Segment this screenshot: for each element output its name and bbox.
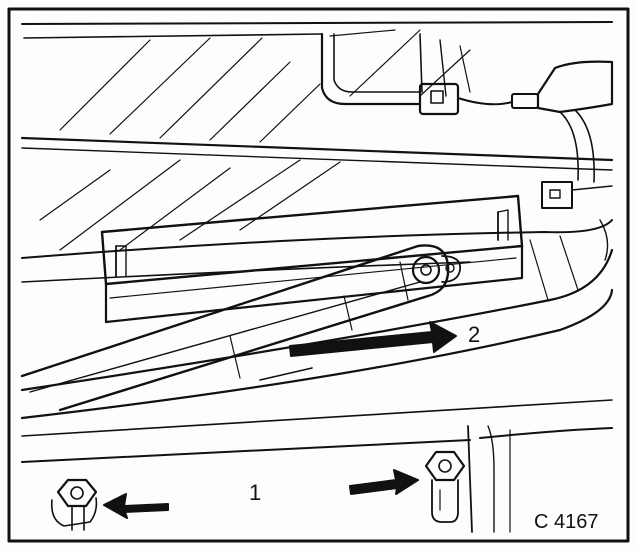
scuttle-outer — [21, 219, 613, 259]
figure-code: C 4167 — [534, 511, 599, 533]
arrow-remove-bolt-right — [349, 469, 419, 495]
windscreen-inner-edge — [23, 33, 323, 39]
wiring-cable — [457, 97, 513, 106]
mirror-mount — [320, 32, 422, 106]
windscreen-top-edge — [21, 21, 613, 25]
bolt-right — [424, 450, 466, 523]
runner-nut — [411, 255, 441, 285]
figure-border — [7, 7, 630, 543]
sill-lower-curve — [20, 288, 614, 420]
callout-slide-direction: 2 — [468, 322, 481, 347]
connector-clip — [418, 82, 460, 116]
seat-runner-arm — [20, 244, 450, 412]
sill-upper-curve — [20, 248, 614, 392]
pillar-connector — [541, 181, 573, 209]
sensor-housing — [536, 60, 614, 114]
callout-bolts: 1 — [249, 480, 262, 505]
arrow-slide-direction — [289, 321, 457, 357]
windscreen-lower-edge — [20, 136, 614, 162]
arrow-remove-bolt-left — [103, 493, 169, 519]
bolt-left — [50, 478, 98, 531]
